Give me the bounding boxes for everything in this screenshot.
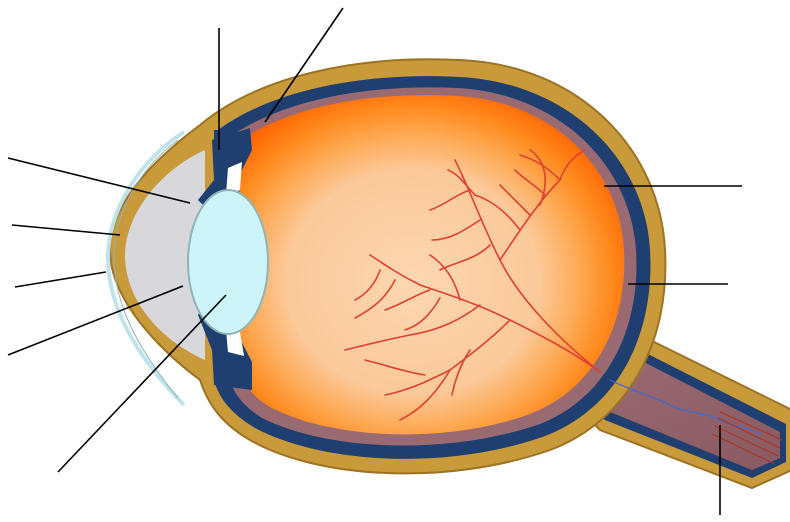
leader-line-cornea-outer [15, 272, 106, 287]
vitreous-body [240, 95, 624, 434]
lens [188, 190, 268, 334]
leader-line-cornea [12, 225, 120, 235]
